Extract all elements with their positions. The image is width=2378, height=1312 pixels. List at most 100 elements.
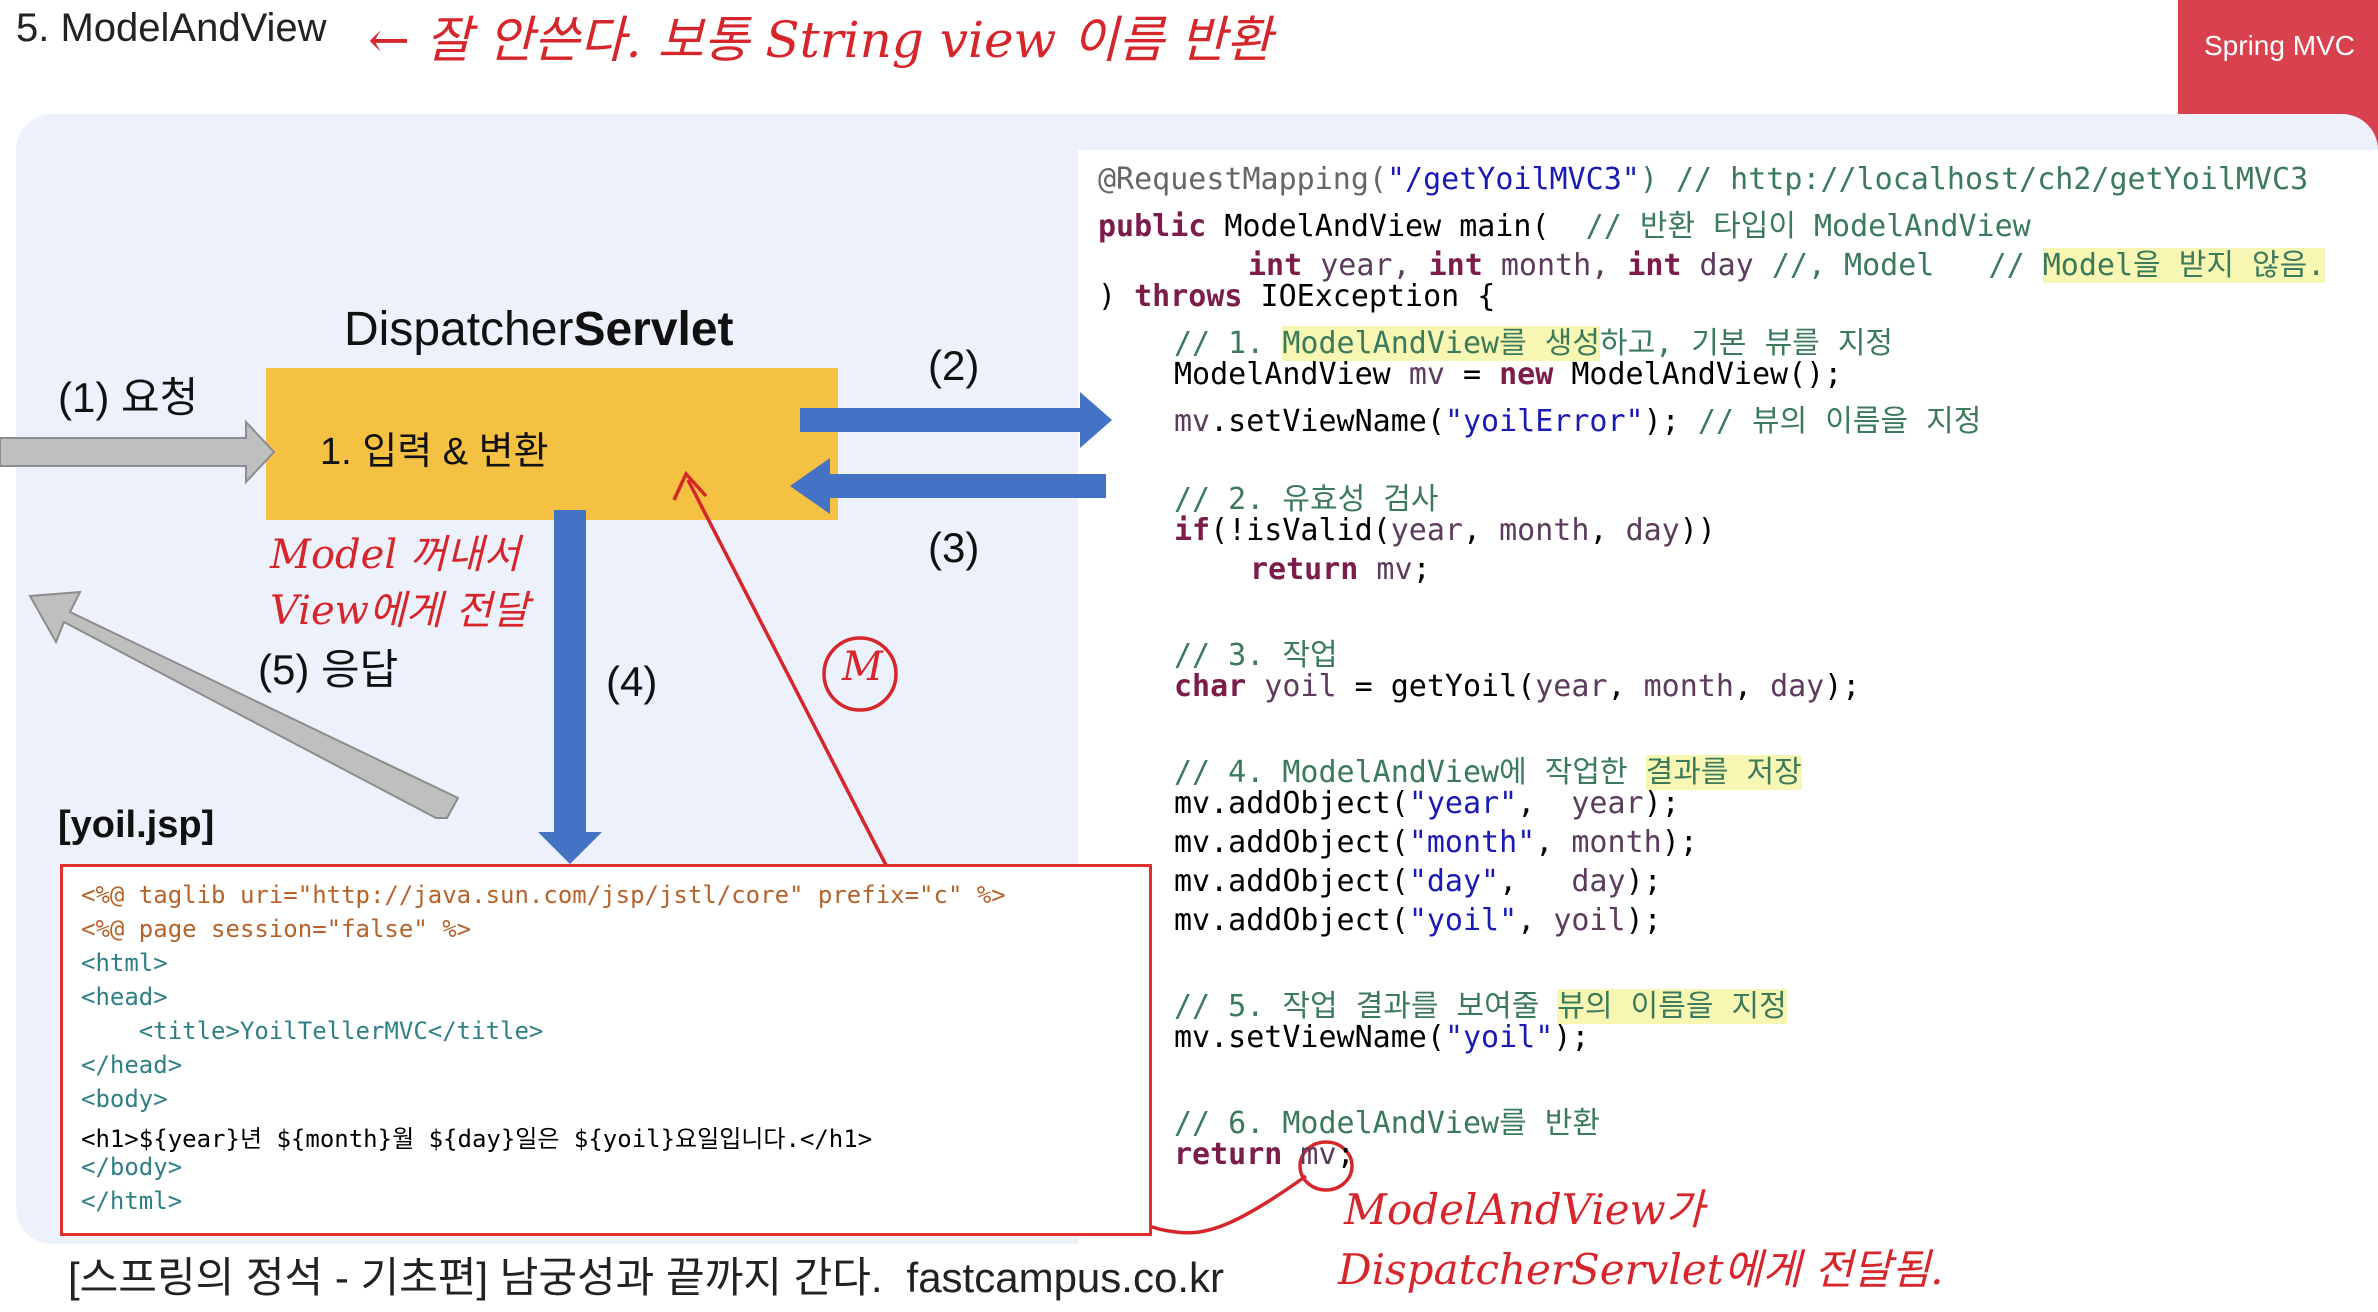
code-token: mv [1282, 1137, 1336, 1172]
code-token: .setViewName( [1210, 404, 1445, 439]
code-token: yoil [1553, 903, 1625, 938]
code-token: mv [1409, 357, 1445, 392]
handwritten-mav-note-1: ModelAndView가 [1344, 1176, 1704, 1237]
code-line: // 4. ModelAndView에 작업한 결과를 저장 [1174, 747, 1802, 791]
jsp-line: <head> [81, 983, 168, 1011]
code-token: IOException { [1243, 279, 1496, 314]
code-token: day [1770, 669, 1824, 704]
handwritten-model-note-2: View에게 전달 [270, 578, 529, 636]
code-token: ModelAndView main( [1206, 209, 1585, 244]
code-line: mv.addObject("day", day); [1174, 864, 1662, 899]
code-line: return mv; [1174, 1137, 1355, 1172]
code-line: char yoil = getYoil(year, month, day); [1174, 669, 1860, 704]
jsp-label: [yoil.jsp] [58, 804, 214, 847]
code-line: mv.addObject("month", month); [1174, 825, 1698, 860]
code-token: mv.setViewName( [1174, 1020, 1445, 1055]
arrow-step4 [538, 510, 602, 864]
code-token: day [1571, 864, 1625, 899]
code-token: ; [1337, 1137, 1355, 1172]
string-token: "day" [1409, 864, 1499, 899]
code-token: year [1571, 786, 1643, 821]
footer-url: fastcampus.co.kr [907, 1254, 1224, 1301]
arrow-step2 [800, 392, 1112, 448]
code-token: , [1608, 669, 1644, 704]
comment-token: // 4. ModelAndView에 작업한 [1174, 755, 1646, 790]
code-token: mv.addObject( [1174, 864, 1409, 899]
code-token: day [1682, 248, 1772, 283]
code-line: // 6. ModelAndView를 반환 [1174, 1098, 1600, 1142]
request-arrow [0, 422, 274, 482]
code-token: ); [1553, 1020, 1589, 1055]
code-token: mv [1358, 552, 1412, 587]
jsp-line: </body> [81, 1153, 182, 1181]
comment-token: //, Model // [1772, 248, 2043, 283]
code-token: ); [1662, 825, 1698, 860]
code-token: year, [1302, 248, 1428, 283]
code-line: // 5. 작업 결과를 보여줄 뷰의 이름을 지정 [1174, 981, 1787, 1025]
code-token: mv.addObject( [1174, 903, 1409, 938]
code-line: return mv; [1250, 552, 1431, 587]
string-token: "yoil" [1445, 1020, 1553, 1055]
code-line: // 1. ModelAndView를 생성하고, 기본 뷰를 지정 [1174, 318, 1893, 362]
comment-token: // 1. [1174, 326, 1282, 361]
code-token: = [1445, 357, 1499, 392]
step2-label: (2) [928, 342, 979, 390]
keyword-token: public [1098, 209, 1206, 244]
annotation-token: @RequestMapping( [1098, 162, 1387, 197]
highlighted-comment: ModelAndView를 생성 [1282, 326, 1600, 361]
code-line: int year, int month, int day //, Model /… [1248, 240, 2325, 284]
jsp-line: <title>YoilTellerMVC</title> [81, 1017, 543, 1045]
keyword-token: throws [1134, 279, 1242, 314]
code-token: (!isValid( [1210, 513, 1391, 548]
response-label: (5) 응답 [258, 636, 398, 697]
code-token: month, [1483, 248, 1628, 283]
jsp-line: <body> [81, 1085, 168, 1113]
code-token: yoil [1246, 669, 1336, 704]
code-token: ); [1644, 404, 1698, 439]
code-token: ModelAndView [1174, 357, 1409, 392]
code-line: ) throws IOException { [1098, 279, 1495, 314]
code-token: ); [1644, 786, 1680, 821]
jsp-line: </head> [81, 1051, 182, 1079]
jsp-code-box: <%@ taglib uri="http://java.sun.com/jsp/… [60, 864, 1152, 1236]
code-token: , [1535, 825, 1571, 860]
footer-course: [스프링의 정석 - 기초편] 남궁성과 끝까지 간다. [68, 1254, 883, 1301]
code-token: month [1499, 513, 1589, 548]
code-token: mv.addObject( [1174, 786, 1409, 821]
code-token: , [1517, 903, 1553, 938]
keyword-token: new [1499, 357, 1553, 392]
request-label: (1) 요청 [58, 364, 198, 425]
keyword-token: int [1627, 248, 1681, 283]
handwritten-m: M [842, 644, 883, 690]
code-token: year [1391, 513, 1463, 548]
keyword-token: if [1174, 513, 1210, 548]
code-line: @RequestMapping("/getYoilMVC3") // http:… [1098, 162, 2308, 197]
code-token: ) [1098, 279, 1134, 314]
keyword-token: return [1250, 552, 1358, 587]
code-token: ); [1824, 669, 1860, 704]
code-token: , [1734, 669, 1770, 704]
keyword-token: char [1174, 669, 1246, 704]
arrow-step3 [790, 458, 1106, 514]
code-token: ModelAndView(); [1553, 357, 1842, 392]
jsp-line: <html> [81, 949, 168, 977]
code-token: ; [1413, 552, 1431, 587]
handwritten-model-note-1: Model 꺼내서 [270, 522, 520, 580]
code-token: year [1535, 669, 1607, 704]
highlighted-comment: 결과를 저장 [1646, 755, 1802, 790]
code-token: , [1517, 786, 1571, 821]
jsp-line: <%@ taglib uri="http://java.sun.com/jsp/… [81, 881, 1006, 909]
code-token: = getYoil( [1337, 669, 1536, 704]
highlighted-comment: Model을 받지 않음. [2043, 248, 2326, 283]
code-token: )) [1680, 513, 1716, 548]
handwritten-mav-note-2: DispatcherServlet에게 전달됨. [1338, 1236, 1943, 1297]
code-line: mv.addObject("yoil", yoil); [1174, 903, 1662, 938]
string-token: "/getYoilMVC3" [1387, 162, 1640, 197]
footer: [스프링의 정석 - 기초편] 남궁성과 끝까지 간다. fastcampus.c… [68, 1244, 1224, 1305]
code-line: if(!isValid(year, month, day)) [1174, 513, 1716, 548]
string-token: "month" [1409, 825, 1535, 860]
string-token: "yoilError" [1445, 404, 1644, 439]
jsp-line: <h1>${year}년 ${month}월 ${day}일은 ${yoil}요… [81, 1119, 872, 1154]
code-line: // 2. 유효성 검사 [1174, 474, 1438, 518]
highlighted-comment: 뷰의 이름을 지정 [1557, 989, 1786, 1024]
